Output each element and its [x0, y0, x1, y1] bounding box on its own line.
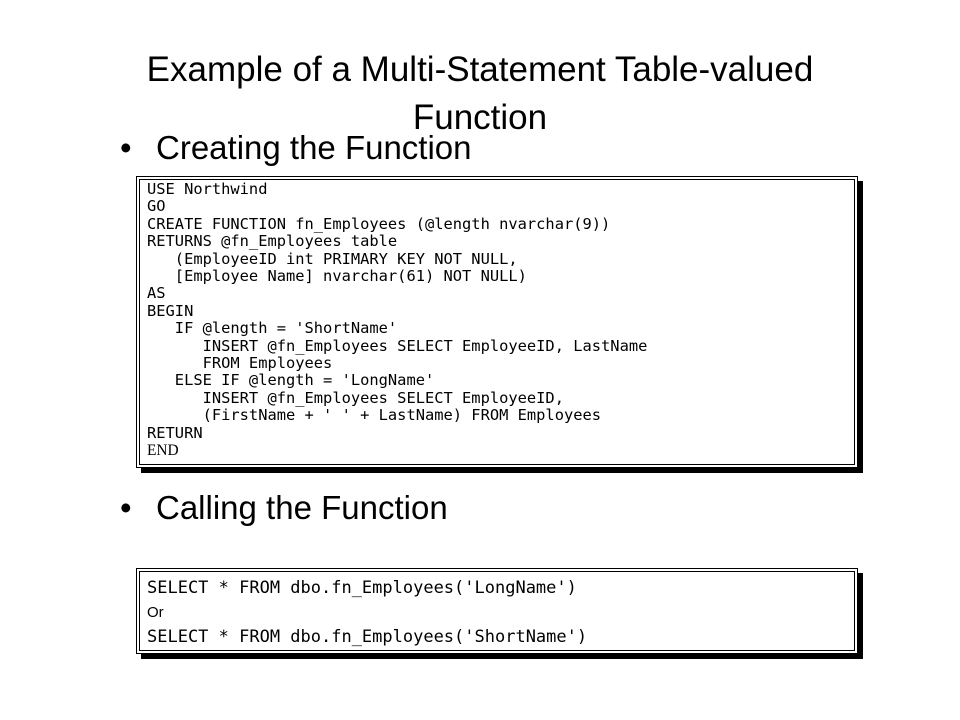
bullet-calling: • Calling the Function: [120, 488, 448, 528]
code-line: FROM Employees: [147, 354, 333, 373]
code-line: RETURNS @fn_Employees table: [147, 232, 398, 251]
code-line: RETURN: [147, 423, 203, 442]
code-line: INSERT @fn_Employees SELECT EmployeeID, …: [147, 336, 648, 355]
bullet-dot: •: [120, 129, 132, 166]
code-line: CREATE FUNCTION fn_Employees (@length nv…: [147, 214, 611, 233]
bullet-calling-text: Calling the Function: [156, 489, 448, 526]
code-line: ELSE IF @length = 'LongName': [147, 371, 435, 390]
code-line: AS: [147, 284, 166, 303]
bullet-creating: • Creating the Function: [120, 128, 472, 168]
slide-title: Example of a Multi-Statement Table-value…: [146, 50, 814, 137]
code-line: (EmployeeID int PRIMARY KEY NOT NULL,: [147, 249, 518, 268]
code-line: GO: [147, 197, 166, 216]
call-function-code-box: SELECT * FROM dbo.fn_Employees('LongName…: [136, 568, 858, 654]
bullet-dot: •: [120, 489, 132, 526]
bullet-creating-text: Creating the Function: [156, 129, 472, 166]
code-line: (FirstName + ' ' + LastName) FROM Employ…: [147, 406, 602, 425]
code-line: Or: [147, 603, 164, 621]
code-line: IF @length = 'ShortName': [147, 319, 398, 338]
code-line: BEGIN: [147, 301, 194, 320]
code-line: INSERT @fn_Employees SELECT EmployeeID,: [147, 388, 564, 407]
code-line: USE Northwind: [147, 180, 268, 198]
code-line: SELECT * FROM dbo.fn_Employees('LongName…: [147, 578, 577, 598]
code-line: END: [147, 442, 179, 460]
call-function-code: SELECT * FROM dbo.fn_Employees('LongName…: [147, 576, 587, 650]
code-line: [Employee Name] nvarchar(61) NOT NULL): [147, 267, 527, 286]
code-line: SELECT * FROM dbo.fn_Employees('ShortNam…: [147, 627, 588, 647]
